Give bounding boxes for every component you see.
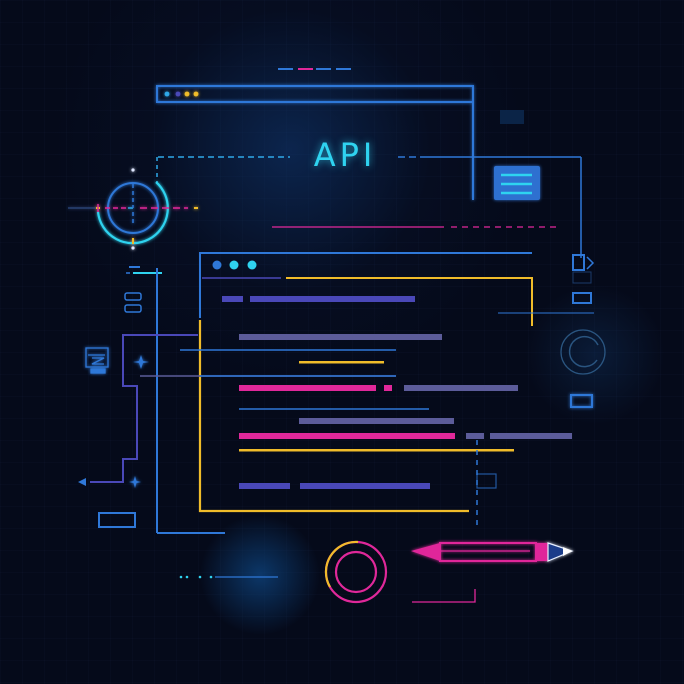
left-widgets <box>124 266 225 534</box>
api-connectors <box>156 156 582 258</box>
faded-block <box>500 110 524 124</box>
bracket-decoration <box>412 589 476 603</box>
window-dot <box>164 91 170 97</box>
right-widgets <box>498 254 595 314</box>
circuit-path <box>78 334 198 486</box>
menu-list-icon <box>494 166 540 200</box>
right-box <box>570 394 593 408</box>
code-window <box>198 252 533 513</box>
window-dot <box>175 91 181 97</box>
code-window-dot <box>229 260 239 270</box>
api-title: API <box>313 136 377 174</box>
pencil-icon <box>411 542 574 562</box>
sparkle-icon <box>129 355 149 488</box>
bottom-left-line <box>179 532 278 579</box>
left-box <box>98 512 136 528</box>
ring-icon <box>324 540 388 604</box>
monitor-icon <box>85 347 109 374</box>
window-dot <box>184 91 190 97</box>
crosshair-target-icon <box>68 168 198 250</box>
circle-dial-icon <box>560 329 606 375</box>
code-window-dot <box>212 260 222 270</box>
code-window-dot <box>247 260 257 270</box>
window-dot <box>193 91 199 97</box>
code-lines <box>140 296 610 525</box>
browser-window <box>156 85 474 200</box>
